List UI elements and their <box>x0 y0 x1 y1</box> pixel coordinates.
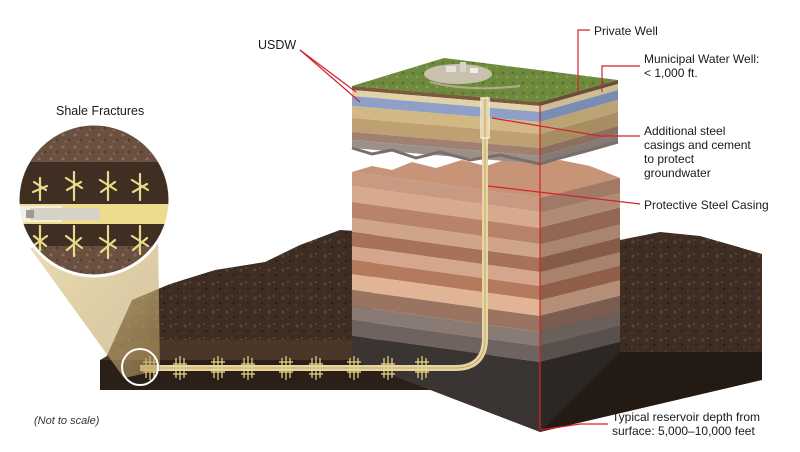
surface-block <box>351 58 619 166</box>
protective-casing-label: Protective Steel Casing <box>644 198 769 212</box>
magnifier-cone <box>30 236 160 378</box>
shale-fractures-magnifier <box>18 124 170 276</box>
rock-strata-side <box>540 178 620 432</box>
steel-casings-line2: casings and cement <box>644 138 751 152</box>
ground-surface <box>105 230 762 360</box>
depth-label: Typical reservoir depth from surface: 5,… <box>612 410 760 438</box>
leader-lines <box>299 29 641 431</box>
surface-casing <box>480 97 490 139</box>
not-to-scale-note: (Not to scale) <box>34 415 100 427</box>
well-pad <box>424 64 492 84</box>
municipal-well-line1: Municipal Water Well: <box>644 52 760 66</box>
shale-fractures-label: Shale Fractures <box>56 104 145 118</box>
usdw-label: USDW <box>258 38 297 52</box>
depth-line2: surface: 5,000–10,000 feet <box>612 424 755 438</box>
steel-casings-line3: to protect <box>644 152 695 166</box>
wellbore <box>140 97 490 371</box>
municipal-well-label: Municipal Water Well: < 1,000 ft. <box>644 52 759 80</box>
steel-casings-line1: Additional steel <box>644 124 726 138</box>
zoom-spot <box>121 348 159 386</box>
depth-line1: Typical reservoir depth from <box>612 410 761 424</box>
steel-casings-label: Additional steel casings and cement to p… <box>644 124 751 180</box>
rock-strata-front <box>352 172 540 432</box>
municipal-well-line2: < 1,000 ft. <box>644 66 698 80</box>
private-well-label: Private Well <box>594 24 658 38</box>
steel-casings-line4: groundwater <box>644 166 711 180</box>
